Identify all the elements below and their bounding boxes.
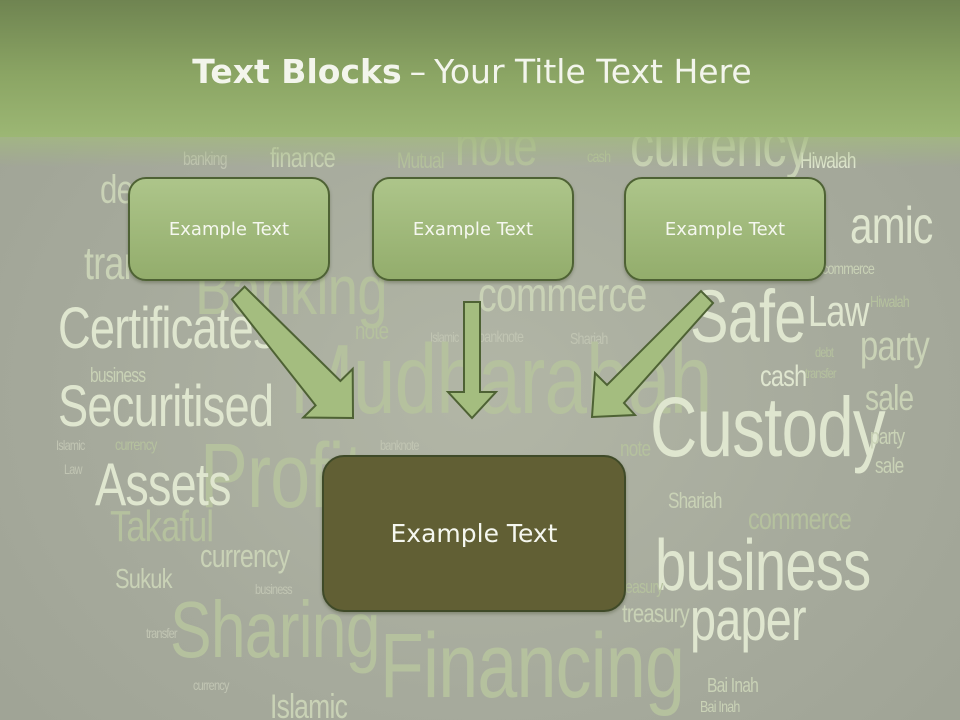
arrow-center	[445, 301, 499, 420]
title-rest: Your Title Text Here	[434, 52, 752, 91]
text-block-bottom-label: Example Text	[390, 519, 558, 548]
text-block-top-left: Example Text	[128, 177, 330, 281]
title-dash: –	[409, 52, 427, 91]
title-bold: Text Blocks	[192, 52, 402, 91]
text-block-top-center: Example Text	[372, 177, 574, 281]
header-band	[0, 0, 960, 137]
slide-title: Text Blocks–Your Title Text Here	[0, 52, 944, 91]
arrow-left	[230, 285, 355, 420]
text-block-top-right-label: Example Text	[664, 218, 786, 240]
text-block-bottom: Example Text	[322, 455, 626, 612]
text-block-top-center-label: Example Text	[412, 218, 534, 240]
arrow-right	[590, 289, 715, 419]
text-block-top-left-label: Example Text	[168, 218, 290, 240]
header-fade-strip	[0, 137, 960, 167]
text-block-top-right: Example Text	[624, 177, 826, 281]
